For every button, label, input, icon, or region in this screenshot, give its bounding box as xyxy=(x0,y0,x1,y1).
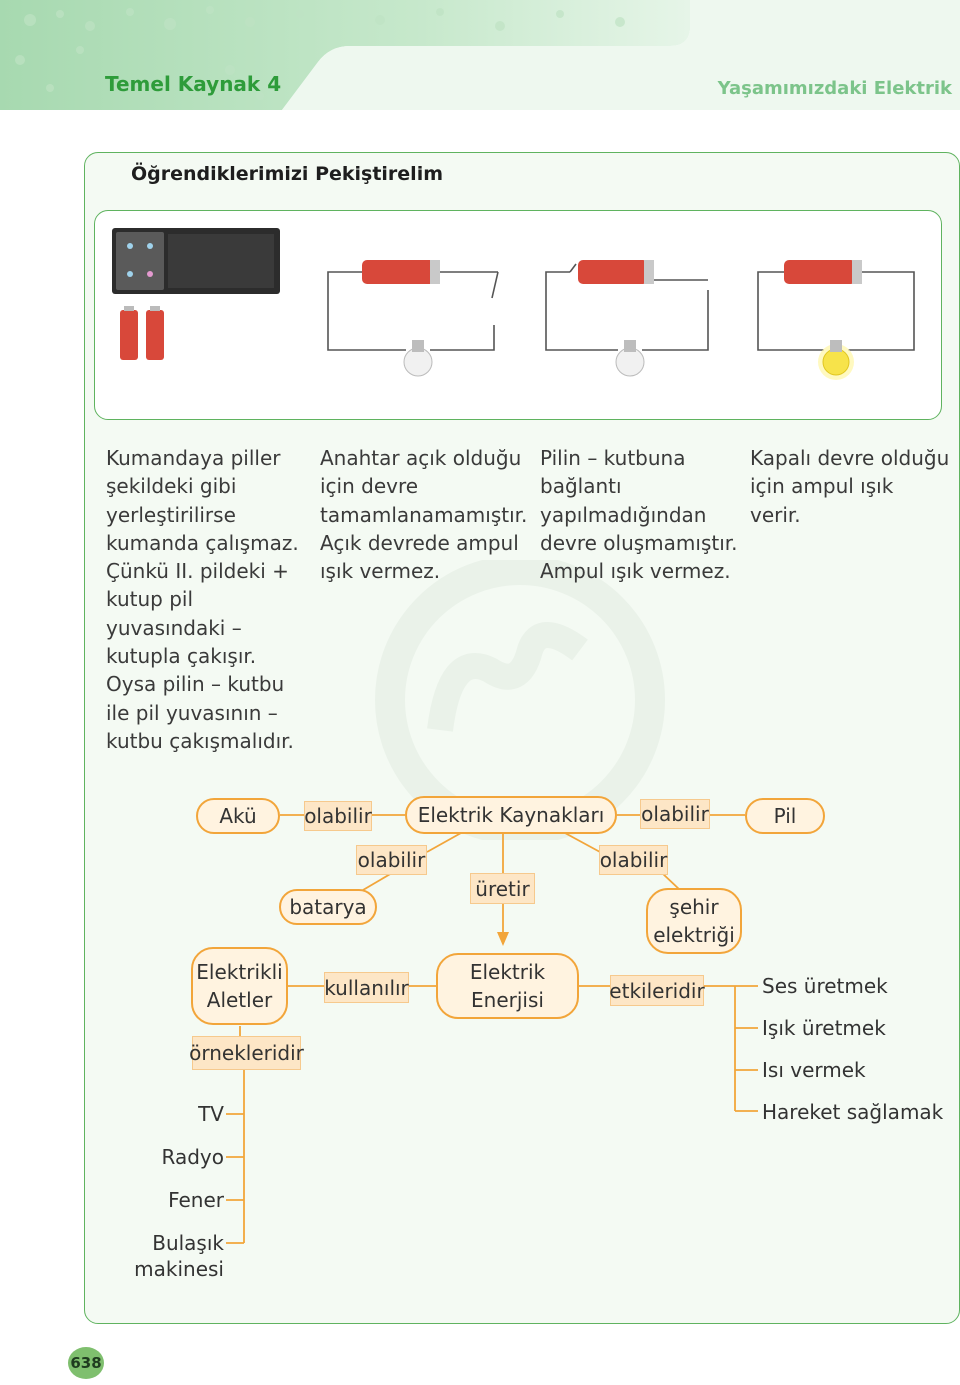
label-etkileridir: etkileridir xyxy=(609,975,705,1006)
chapter-label: Temel Kaynak 4 xyxy=(105,72,282,96)
example-bulasik-makinesi: Bulaşık makinesi xyxy=(134,1231,224,1281)
explanation-pole: Pilin – kutbuna bağlantı yapılmadığından… xyxy=(540,446,738,584)
node-elektrikli-aletler: Elektrikli Aletler xyxy=(191,947,288,1025)
node-elektrik-enerjisi: Elektrik Enerjisi xyxy=(436,953,579,1019)
header-banner xyxy=(0,0,960,110)
example-fener: Fener xyxy=(168,1188,224,1212)
unit-title: Yaşamımızdaki Elektrik xyxy=(717,78,952,99)
explanation-open-switch: Anahtar açık olduğu için devre tamamlana… xyxy=(320,446,528,584)
node-batarya: batarya xyxy=(279,889,377,925)
node-elektrik-kaynaklari: Elektrik Kaynakları xyxy=(405,796,617,834)
remote-control-illustration xyxy=(112,228,280,360)
label-olabilir-1: olabilir xyxy=(304,801,372,831)
label-olabilir-3: olabilir xyxy=(356,845,427,875)
circuit-pole-disconnected xyxy=(545,260,709,377)
node-aku: Akü xyxy=(196,798,280,834)
node-pil: Pil xyxy=(745,798,825,834)
effect-isik: Işık üretmek xyxy=(762,1016,886,1040)
effect-ses: Ses üretmek xyxy=(762,974,888,998)
example-tv: TV xyxy=(198,1102,224,1126)
label-olabilir-4: olabilir xyxy=(599,845,668,875)
example-radyo: Radyo xyxy=(161,1145,224,1169)
circuit-open-switch xyxy=(327,260,499,377)
label-ornekleridir: örnekleridir xyxy=(189,1036,304,1070)
effect-hareket: Hareket sağlamak xyxy=(762,1100,944,1124)
page-number: 638 xyxy=(68,1347,104,1379)
explanation-closed: Kapalı devre olduğu için ampul ışık veri… xyxy=(750,446,950,527)
explanation-remote: Kumandaya piller şekildeki gibi yerleşti… xyxy=(106,446,299,753)
node-sehir-elektrigi: şehir elektriği xyxy=(646,888,742,954)
circuit-closed-lit xyxy=(757,260,915,380)
effect-isi: Isı vermek xyxy=(762,1058,866,1082)
label-uretir: üretir xyxy=(470,873,535,904)
label-olabilir-2: olabilir xyxy=(640,799,710,829)
section-title: Öğrendiklerimizi Pekiştirelim xyxy=(131,163,444,185)
label-kullanilir: kullanılır xyxy=(324,972,409,1003)
